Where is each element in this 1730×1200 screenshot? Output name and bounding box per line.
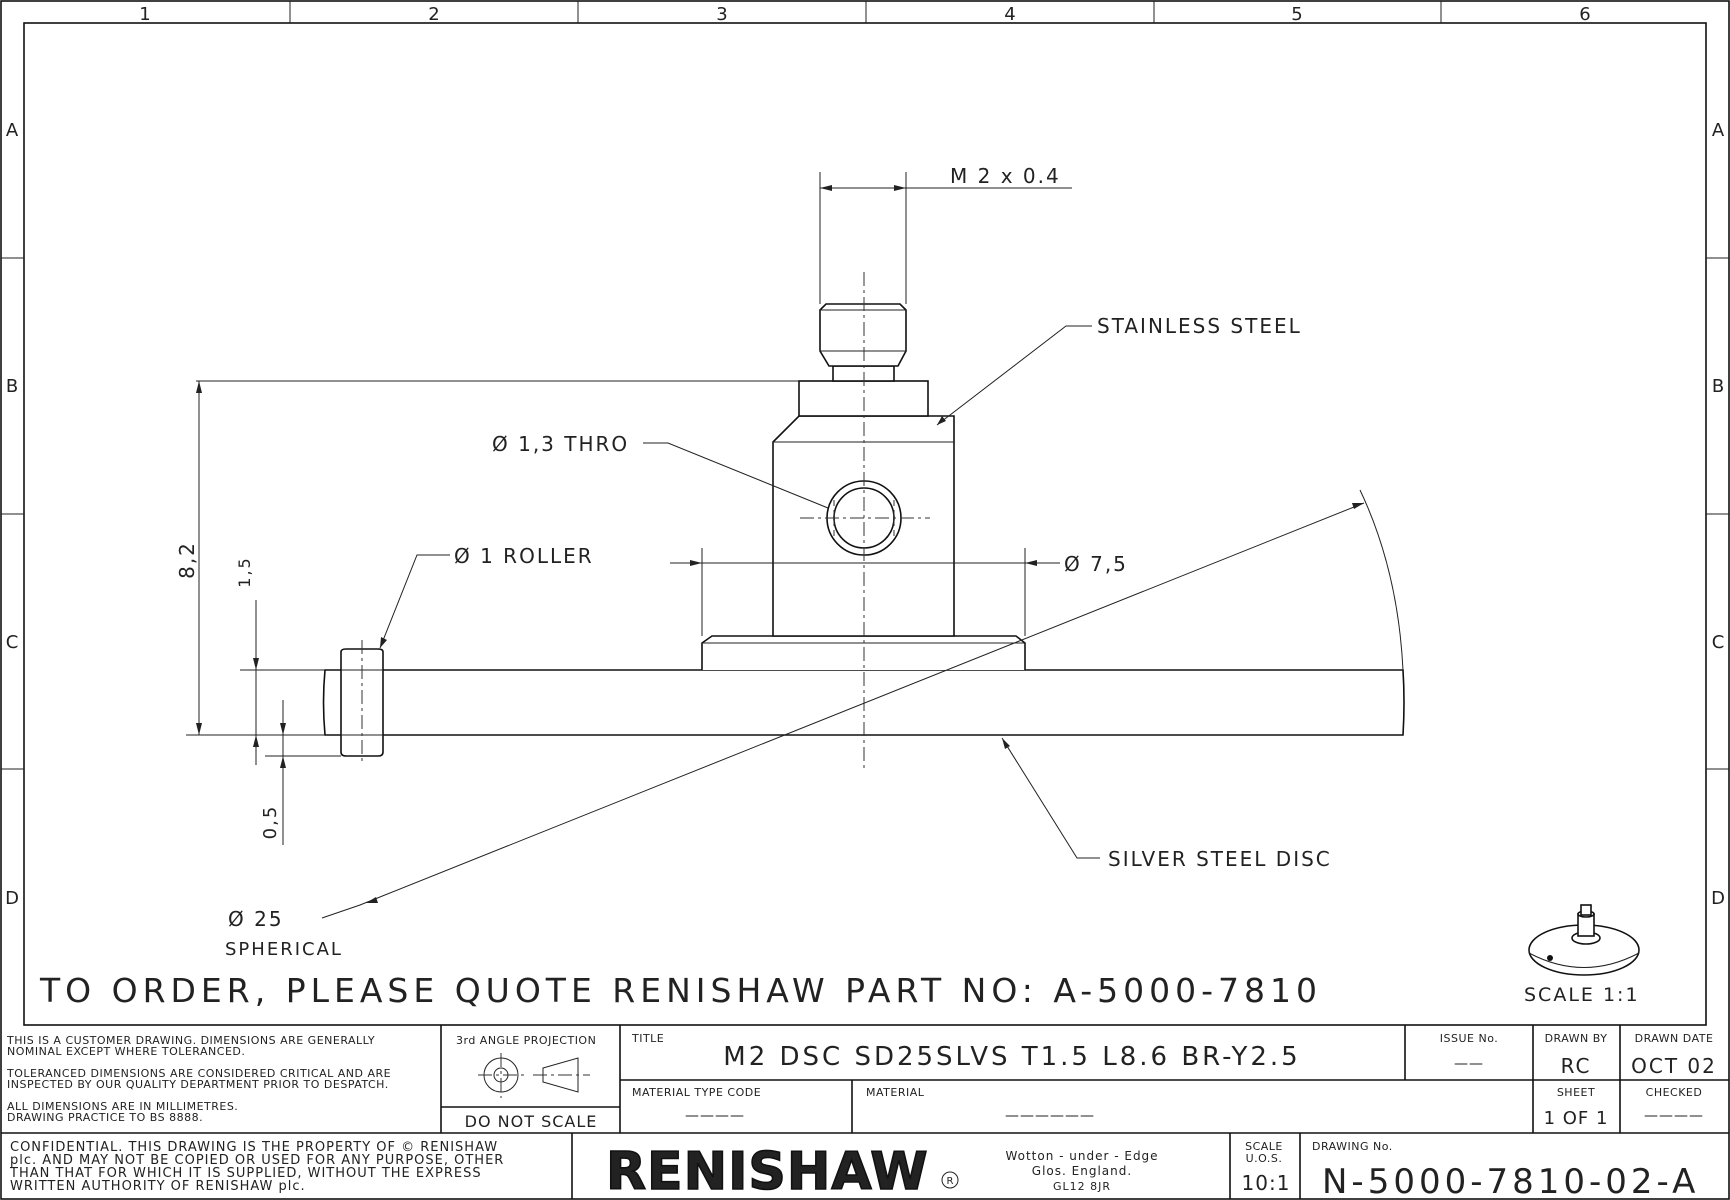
dimension-lines	[186, 172, 1404, 919]
stylus-part	[322, 272, 1405, 772]
confidential-line: THAN THAT FOR WHICH IT IS SUPPLIED, WITH…	[9, 1166, 482, 1181]
title-block-grid	[1, 1025, 1729, 1199]
zone-col-2: 2	[428, 4, 439, 25]
height-8-2-label: 8,2	[175, 541, 199, 579]
zone-col-3: 3	[716, 4, 727, 25]
issue-value: ——	[1454, 1056, 1484, 1072]
spherical-callout: SPHERICAL	[225, 939, 343, 960]
confidential-line: plc. AND MAY NOT BE COPIED OR USED FOR A…	[10, 1153, 504, 1168]
registered-mark-icon	[941, 1171, 959, 1189]
iso-scale-label: SCALE 1:1	[1524, 984, 1640, 1006]
address-line: GL12 8JR	[1053, 1180, 1111, 1193]
thread-stud	[819, 303, 907, 367]
gap-0-5-label: 0,5	[260, 805, 281, 840]
sheet-value: 1 OF 1	[1544, 1108, 1609, 1129]
address-block: Wotton - under - Edge Glos. England. GL1…	[1005, 1149, 1158, 1193]
height-1-5-label: 1,5	[235, 556, 254, 587]
order-note: TO ORDER, PLEASE QUOTE RENISHAW PART NO:…	[39, 971, 1322, 1010]
checked-label: CHECKED	[1646, 1086, 1703, 1099]
stainless-steel-callout: STAINLESS STEEL	[1097, 314, 1302, 338]
third-angle-projection-symbol	[478, 1053, 590, 1098]
note-line: THIS IS A CUSTOMER DRAWING. DIMENSIONS A…	[6, 1034, 375, 1047]
confidential-line: WRITTEN AUTHORITY OF RENISHAW plc.	[10, 1179, 306, 1194]
dia-25-callout: Ø 25	[228, 907, 284, 931]
title-label: TITLE	[631, 1032, 664, 1045]
address-line: Glos. England.	[1032, 1164, 1132, 1178]
confidential-line: CONFIDENTIAL. THIS DRAWING IS THE PROPER…	[10, 1140, 498, 1155]
drawn-date-value: OCT 02	[1631, 1054, 1717, 1078]
scale-value: 10:1	[1242, 1171, 1291, 1195]
zone-row-b-left: B	[6, 376, 18, 397]
zone-row-c-left: C	[6, 632, 19, 653]
note-line: NOMINAL EXCEPT WHERE TOLERANCED.	[7, 1045, 245, 1058]
drawing-title: M2 DSC SD25SLVS T1.5 L8.6 BR-Y2.5	[723, 1042, 1300, 1072]
zone-row-d-left: D	[5, 888, 19, 909]
inner-frame	[23, 22, 1707, 1026]
notes-block: THIS IS A CUSTOMER DRAWING. DIMENSIONS A…	[6, 1034, 391, 1124]
note-line: INSPECTED BY OUR QUALITY DEPARTMENT PRIO…	[7, 1078, 389, 1091]
projection-label: 3rd ANGLE PROJECTION	[456, 1034, 596, 1047]
registered-mark-glyph: R	[947, 1176, 954, 1187]
zone-row-a-left: A	[6, 120, 19, 141]
drawn-by-label: DRAWN BY	[1545, 1032, 1608, 1045]
drawn-by-value: RC	[1561, 1054, 1592, 1078]
issue-label: ISSUE No.	[1440, 1032, 1498, 1045]
zone-row-d-right: D	[1711, 888, 1725, 909]
drawn-date-label: DRAWN DATE	[1635, 1032, 1714, 1045]
zone-col-4: 4	[1004, 4, 1015, 25]
material-value: ——————	[1005, 1108, 1095, 1124]
sheet-label: SHEET	[1557, 1086, 1595, 1099]
zone-row-a-right: A	[1712, 120, 1725, 141]
do-not-scale-label: DO NOT SCALE	[465, 1112, 598, 1131]
zone-row-c-right: C	[1712, 632, 1725, 653]
dia-7-5-callout: Ø 7,5	[1064, 552, 1128, 576]
scale-label: SCALE	[1245, 1140, 1283, 1153]
note-line: ALL DIMENSIONS ARE IN MILLIMETRES.	[7, 1100, 238, 1113]
drawing-number-label: DRAWING No.	[1312, 1140, 1393, 1153]
roller-callout: Ø 1 ROLLER	[454, 544, 594, 568]
thread-callout: M 2 x 0.4	[950, 164, 1061, 188]
zone-row-b-right: B	[1712, 376, 1724, 397]
material-label: MATERIAL	[866, 1086, 925, 1099]
note-line: DRAWING PRACTICE TO BS 8888.	[7, 1111, 203, 1124]
zone-labels: 1 2 3 4 5 6 A B C D A B C D	[5, 4, 1725, 909]
silver-steel-disc-callout: SILVER STEEL DISC	[1108, 847, 1332, 871]
material-type-value: ————	[685, 1108, 745, 1124]
zone-col-5: 5	[1291, 4, 1302, 25]
drawing-number: N-5000-7810-02-A	[1322, 1162, 1699, 1200]
renishaw-logo: RENISHAW	[606, 1142, 929, 1200]
confidential-notice: CONFIDENTIAL. THIS DRAWING IS THE PROPER…	[9, 1140, 504, 1194]
isometric-view	[1528, 904, 1640, 976]
zone-col-1: 1	[139, 4, 150, 25]
zone-col-6: 6	[1579, 4, 1590, 25]
zone-dividers	[1, 1, 1729, 770]
scale-uos-label: U.O.S.	[1246, 1152, 1283, 1165]
checked-value: ————	[1644, 1108, 1704, 1124]
address-line: Wotton - under - Edge	[1005, 1149, 1158, 1163]
material-type-label: MATERIAL TYPE CODE	[632, 1086, 761, 1099]
note-line: TOLERANCED DIMENSIONS ARE CONSIDERED CRI…	[6, 1067, 391, 1080]
thro-hole-callout: Ø 1,3 THRO	[492, 432, 629, 456]
